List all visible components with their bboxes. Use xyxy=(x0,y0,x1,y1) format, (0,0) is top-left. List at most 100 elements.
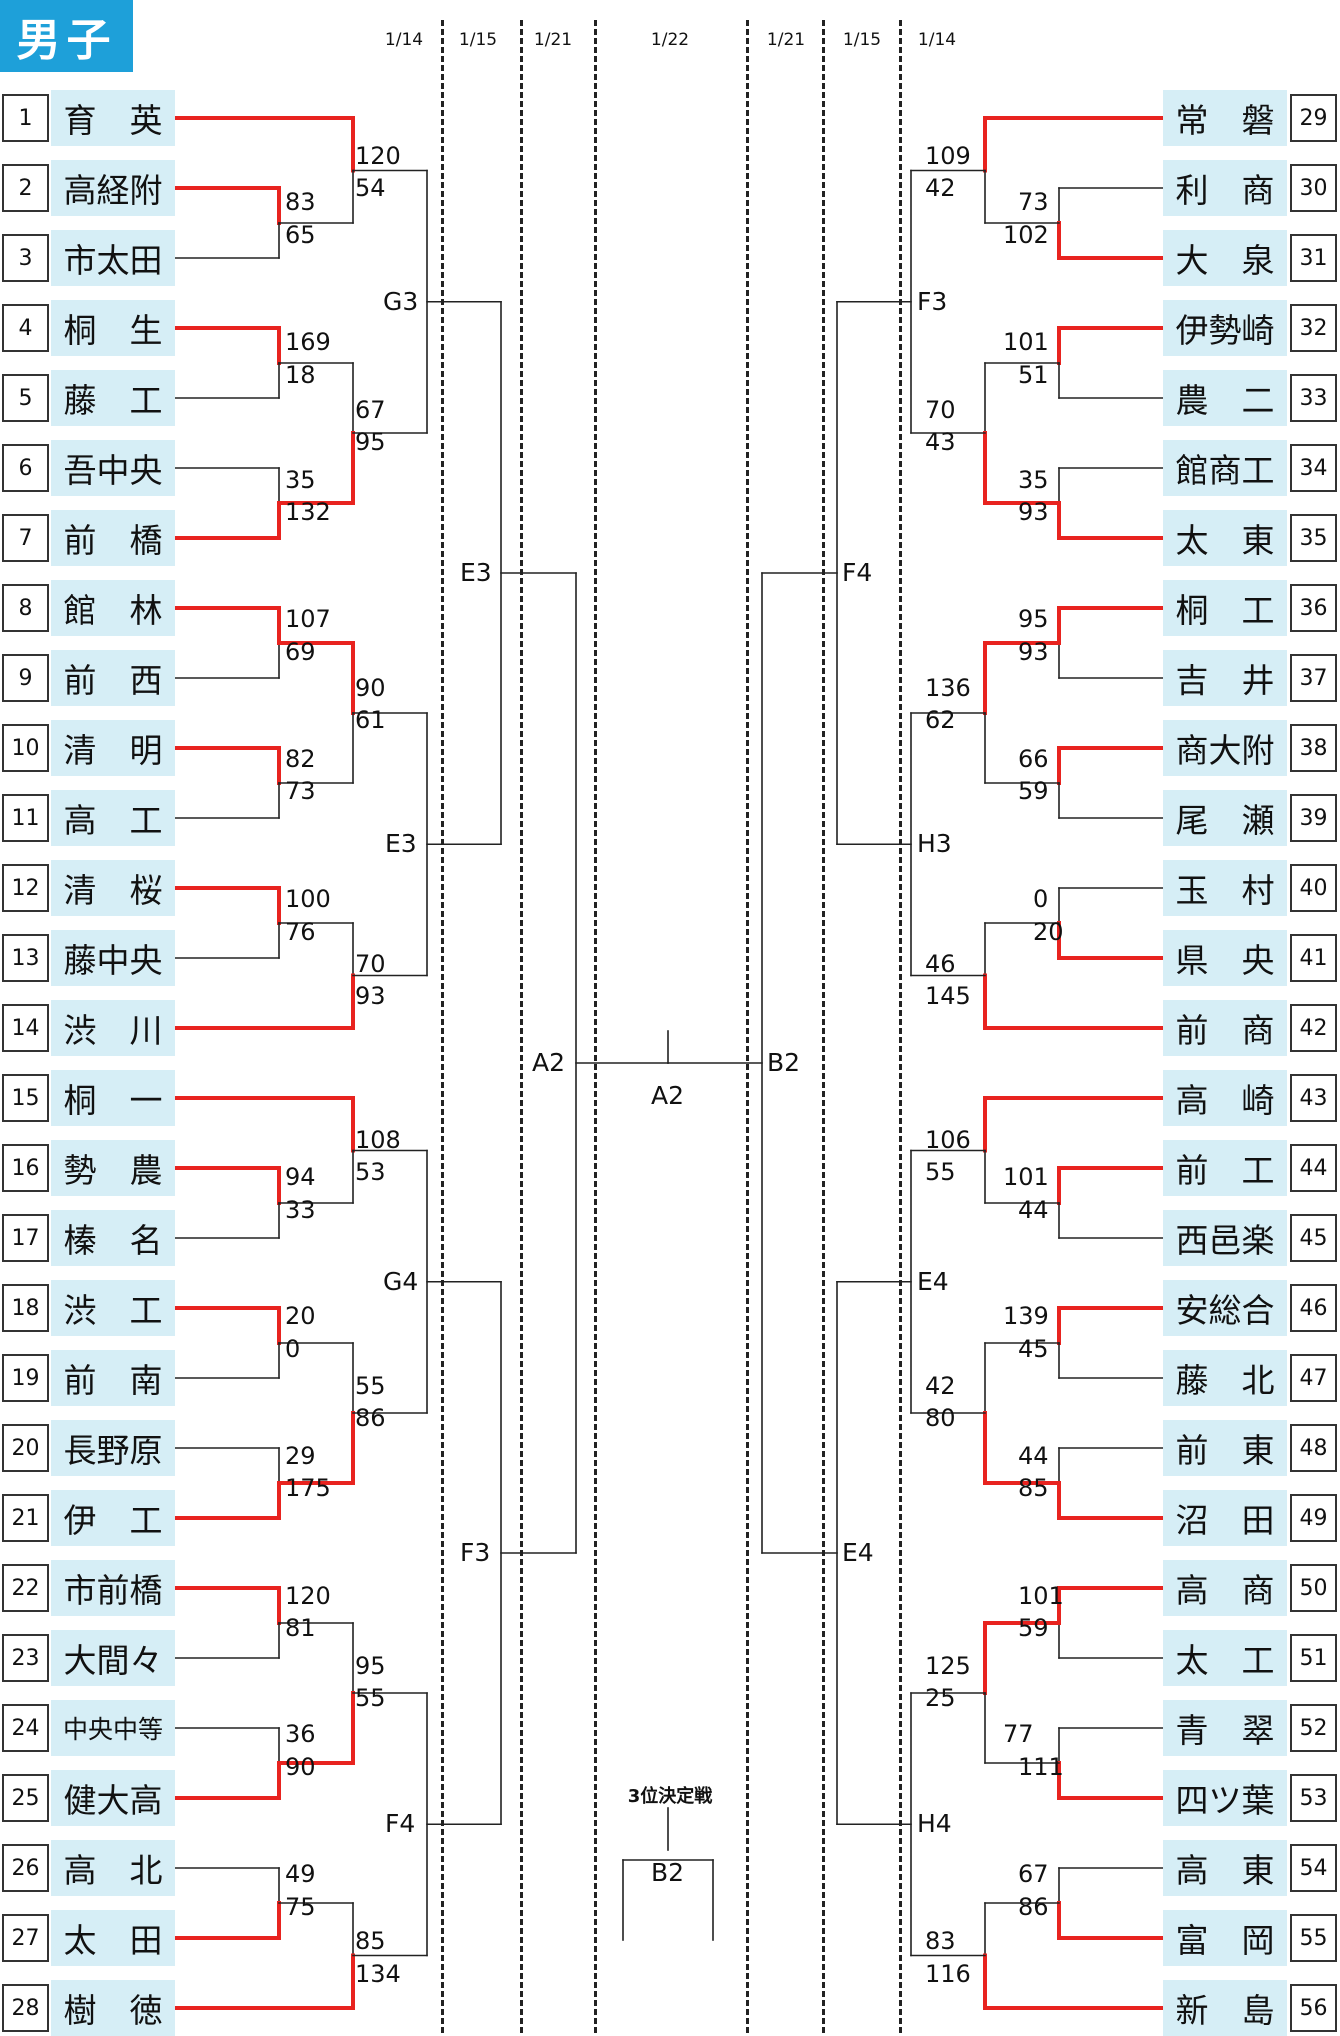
score: 59 xyxy=(1018,1614,1049,1642)
score: 69 xyxy=(285,638,316,666)
seed-number: 27 xyxy=(2,1914,49,1962)
score: 132 xyxy=(285,498,331,526)
score: 35 xyxy=(285,466,316,494)
team-name: 大 泉 xyxy=(1163,230,1287,286)
score: 136 xyxy=(925,674,971,702)
team-name: 館 林 xyxy=(51,580,175,636)
round-divider xyxy=(441,20,444,2033)
seed-number: 23 xyxy=(2,1634,49,1682)
seed-number: 6 xyxy=(2,444,49,492)
score: 73 xyxy=(285,777,316,805)
seed-number: 1 xyxy=(2,94,49,142)
score: 102 xyxy=(1003,221,1049,249)
seed-number: 4 xyxy=(2,304,49,352)
round-date: 1/22 xyxy=(650,30,690,50)
score: 65 xyxy=(285,221,316,249)
team-name: 館商工 xyxy=(1163,440,1287,496)
score: 70 xyxy=(355,950,386,978)
score: 83 xyxy=(925,1927,956,1955)
team-name: 藤 工 xyxy=(51,370,175,426)
score: 49 xyxy=(285,1860,316,1888)
round-date: 1/21 xyxy=(533,30,573,50)
score: 120 xyxy=(355,142,401,170)
team-name: 太 東 xyxy=(1163,510,1287,566)
seed-number: 10 xyxy=(2,724,49,772)
score: 36 xyxy=(285,1720,316,1748)
team-name: 太 工 xyxy=(1163,1630,1287,1686)
score: 43 xyxy=(925,428,956,456)
team-name: 藤中央 xyxy=(51,930,175,986)
round-divider xyxy=(899,20,902,2033)
seed-number: 40 xyxy=(1290,864,1337,912)
score: 111 xyxy=(1018,1753,1064,1781)
team-name: 高経附 xyxy=(51,160,175,216)
team-name: 沼 田 xyxy=(1163,1490,1287,1546)
third-place-label: 3位決定戦 xyxy=(627,1786,713,1807)
score: 55 xyxy=(925,1158,956,1186)
score: 109 xyxy=(925,142,971,170)
score: 175 xyxy=(285,1474,331,1502)
score: 44 xyxy=(1018,1442,1049,1470)
team-name: 市前橋 xyxy=(51,1560,175,1616)
score: 116 xyxy=(925,1960,971,1988)
score: 20 xyxy=(1033,918,1064,946)
score: 94 xyxy=(285,1163,316,1191)
score: 82 xyxy=(285,745,316,773)
team-name: 渋 工 xyxy=(51,1280,175,1336)
round-date: 1/15 xyxy=(458,30,498,50)
team-name: 前 西 xyxy=(51,650,175,706)
score: 86 xyxy=(1018,1893,1049,1921)
team-name: 桐 生 xyxy=(51,300,175,356)
seed-number: 7 xyxy=(2,514,49,562)
team-name: 清 桜 xyxy=(51,860,175,916)
team-name: 榛 名 xyxy=(51,1210,175,1266)
seed-number: 55 xyxy=(1290,1914,1337,1962)
score: 95 xyxy=(1018,605,1049,633)
score: 54 xyxy=(355,174,386,202)
seed-number: 25 xyxy=(2,1774,49,1822)
seed-number: 47 xyxy=(1290,1354,1337,1402)
score: 67 xyxy=(1018,1860,1049,1888)
team-name: 桐 一 xyxy=(51,1070,175,1126)
score: 107 xyxy=(285,605,331,633)
seed-number: 42 xyxy=(1290,1004,1337,1052)
score: 44 xyxy=(1018,1196,1049,1224)
bracket-title: 男子 xyxy=(0,0,133,72)
team-name: 商大附 xyxy=(1163,720,1287,776)
round-date: 1/14 xyxy=(384,30,424,50)
score: 101 xyxy=(1018,1582,1064,1610)
round-date: 1/21 xyxy=(766,30,806,50)
score: 0 xyxy=(1033,885,1049,913)
seed-number: 18 xyxy=(2,1284,49,1332)
round-date: 1/15 xyxy=(842,30,882,50)
score: 169 xyxy=(285,328,331,356)
score: 55 xyxy=(355,1372,386,1400)
team-name: 藤 北 xyxy=(1163,1350,1287,1406)
seed-number: 11 xyxy=(2,794,49,842)
team-name: 長野原 xyxy=(51,1420,175,1476)
score: 93 xyxy=(1018,498,1049,526)
team-name: 吉 井 xyxy=(1163,650,1287,706)
score: 93 xyxy=(355,982,386,1010)
seed-number: 50 xyxy=(1290,1564,1337,1612)
bracket-slot-label: A2 xyxy=(532,1048,566,1077)
seed-number: 21 xyxy=(2,1494,49,1542)
score: 108 xyxy=(355,1126,401,1154)
bracket-slot-label: F4 xyxy=(385,1809,416,1839)
seed-number: 16 xyxy=(2,1144,49,1192)
team-name: 高 工 xyxy=(51,790,175,846)
team-name: 伊勢崎 xyxy=(1163,300,1287,356)
seed-number: 2 xyxy=(2,164,49,212)
bracket-slot-label: B2 xyxy=(767,1048,801,1077)
team-name: 前 南 xyxy=(51,1350,175,1406)
team-name: 大間々 xyxy=(51,1630,175,1686)
score: 80 xyxy=(925,1404,956,1432)
bracket-slot-label: G3 xyxy=(383,286,419,316)
score: 145 xyxy=(925,982,971,1010)
score: 106 xyxy=(925,1126,971,1154)
team-name: 前 工 xyxy=(1163,1140,1287,1196)
seed-number: 30 xyxy=(1290,164,1337,212)
team-name: 青 翠 xyxy=(1163,1700,1287,1756)
seed-number: 54 xyxy=(1290,1844,1337,1892)
